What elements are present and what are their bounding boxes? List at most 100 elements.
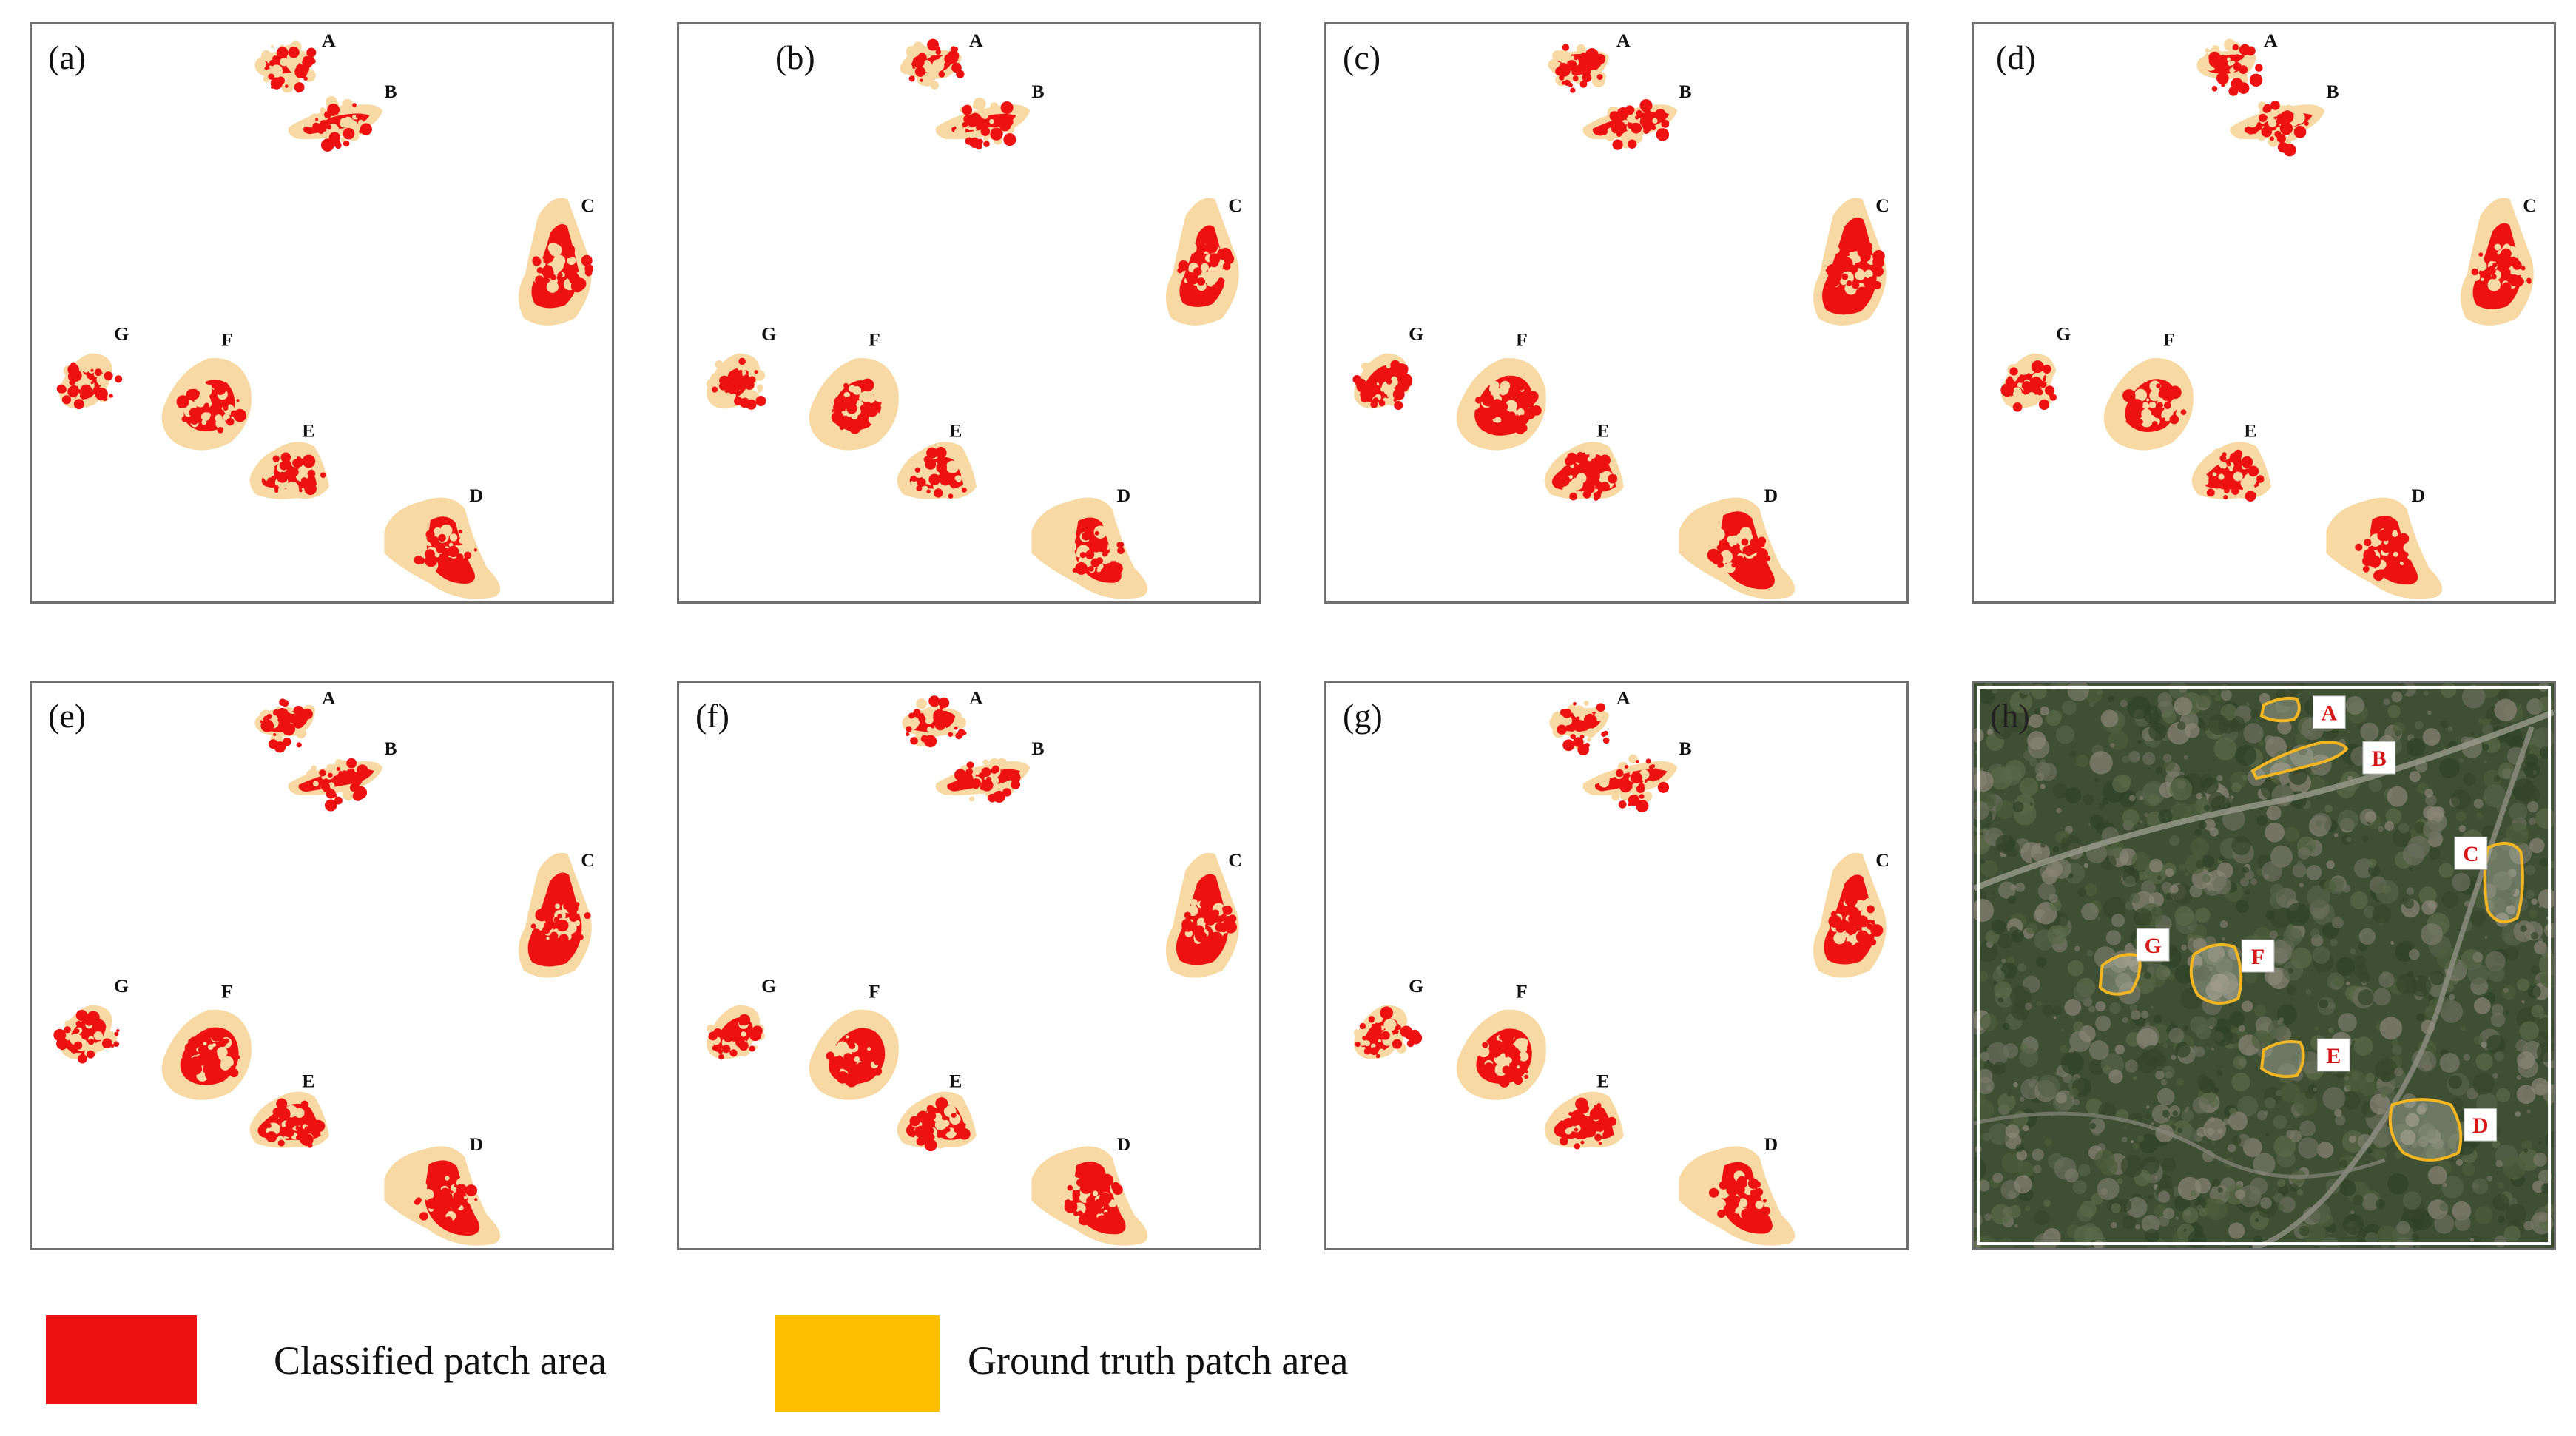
site-g-patch: G <box>706 323 776 410</box>
site-label-f: F <box>1516 329 1528 351</box>
site-d-patch: D <box>384 485 501 599</box>
site-label-a: A <box>1616 30 1631 51</box>
site-a-patch: A <box>1549 687 1631 755</box>
site-a-patch: A <box>254 687 336 753</box>
satellite-site-b: B <box>2250 741 2396 781</box>
site-c-patch: C <box>1165 849 1242 978</box>
site-c-patch: C <box>518 849 595 978</box>
site-label-d: D <box>1116 1133 1130 1155</box>
site-f-patch: F <box>2103 329 2194 451</box>
satellite-site-e: E <box>2259 1038 2350 1079</box>
site-label-c: C <box>581 195 595 216</box>
site-g-patch: G <box>56 323 129 410</box>
site-label-b: B <box>1679 81 1691 102</box>
satellite-site-label-d: D <box>2472 1113 2489 1138</box>
site-f-patch: F <box>1456 329 1546 451</box>
legend-classified-label: Classified patch area <box>274 1338 607 1383</box>
site-label-c: C <box>581 849 595 871</box>
legend-ground-truth-label: Ground truth patch area <box>968 1338 1349 1383</box>
site-g-patch: G <box>1353 975 1423 1059</box>
site-a-patch: A <box>254 30 336 93</box>
site-label-b: B <box>384 81 397 102</box>
site-label-e: E <box>302 1071 314 1092</box>
site-e-patch: E <box>1544 420 1624 501</box>
site-label-g: G <box>114 975 129 997</box>
site-label-g: G <box>1409 975 1423 997</box>
site-label-e: E <box>949 420 962 442</box>
satellite-site-label-a: A <box>2322 701 2338 726</box>
site-c-patch: C <box>1813 195 1889 326</box>
satellite-site-label-b: B <box>2372 746 2387 771</box>
site-label-d: D <box>1764 485 1778 506</box>
panel-label-a: (a) <box>48 38 87 76</box>
site-label-e: E <box>1596 1071 1609 1092</box>
site-label-f: F <box>1516 981 1528 1002</box>
legend-ground-truth-swatch <box>775 1315 940 1412</box>
site-label-f: F <box>2163 329 2175 351</box>
site-d-patch: D <box>384 1133 501 1246</box>
site-label-a: A <box>322 30 336 51</box>
site-label-e: E <box>2244 420 2256 442</box>
classified-patch-b <box>298 769 374 792</box>
site-label-c: C <box>1228 849 1242 871</box>
site-f-patch: F <box>161 981 252 1100</box>
site-label-d: D <box>1764 1133 1778 1155</box>
site-label-f: F <box>869 329 880 351</box>
site-a-patch: A <box>1548 30 1631 93</box>
site-d-patch: D <box>1679 485 1796 599</box>
site-a-patch: A <box>902 687 983 748</box>
site-label-b: B <box>384 738 397 759</box>
site-e-patch: E <box>249 1071 329 1148</box>
site-label-g: G <box>761 323 776 345</box>
site-g-patch: G <box>2000 323 2071 412</box>
site-a-patch: A <box>900 30 983 90</box>
site-d-patch: D <box>1679 1133 1796 1246</box>
site-label-c: C <box>1875 195 1889 216</box>
classification-map-b: A B C D E F G <box>706 30 1242 599</box>
satellite-site-label-e: E <box>2326 1044 2341 1068</box>
site-b-patch: B <box>288 81 397 152</box>
site-c-patch: C <box>1165 195 1242 326</box>
site-b-patch: B <box>2230 81 2339 157</box>
satellite-site-f: F <box>2189 939 2275 1005</box>
site-c-patch: C <box>1813 849 1889 978</box>
map-panel-e: A B C D E F G (e) <box>30 681 614 1250</box>
site-a-patch: A <box>2196 30 2278 96</box>
site-label-f: F <box>869 981 880 1002</box>
site-d-patch: D <box>2326 485 2443 599</box>
site-label-e: E <box>949 1071 962 1092</box>
site-c-patch: C <box>518 195 595 326</box>
site-b-patch: B <box>935 81 1045 150</box>
site-label-d: D <box>469 485 483 506</box>
classification-map-c: A B C D E F G <box>1352 30 1889 599</box>
site-e-patch: E <box>2191 420 2271 502</box>
site-b-patch: B <box>288 738 397 812</box>
site-label-d: D <box>469 1133 483 1155</box>
site-label-a: A <box>322 687 336 709</box>
site-label-c: C <box>1228 195 1242 216</box>
satellite-site-a: A <box>2259 695 2346 729</box>
site-label-d: D <box>2411 485 2425 506</box>
site-g-patch: G <box>1352 323 1423 410</box>
site-e-patch: E <box>897 1071 977 1152</box>
site-label-g: G <box>114 323 129 345</box>
site-label-a: A <box>2264 30 2278 51</box>
site-label-g: G <box>2056 323 2071 345</box>
panel-label-h: (h) <box>1990 697 2030 735</box>
map-panel-b: A B C D E F G (b) <box>677 22 1261 604</box>
legend-classified-swatch <box>46 1315 197 1404</box>
site-label-g: G <box>761 975 776 997</box>
site-label-c: C <box>2523 195 2537 216</box>
site-label-b: B <box>1031 81 1044 102</box>
site-d-patch: D <box>1031 485 1148 599</box>
panel-label-b: (b) <box>775 38 815 76</box>
panel-label-e: (e) <box>48 697 87 735</box>
panel-label-g: (g) <box>1343 697 1383 735</box>
satellite-site-d: D <box>2388 1098 2498 1162</box>
satellite-site-g: G <box>2098 928 2170 996</box>
